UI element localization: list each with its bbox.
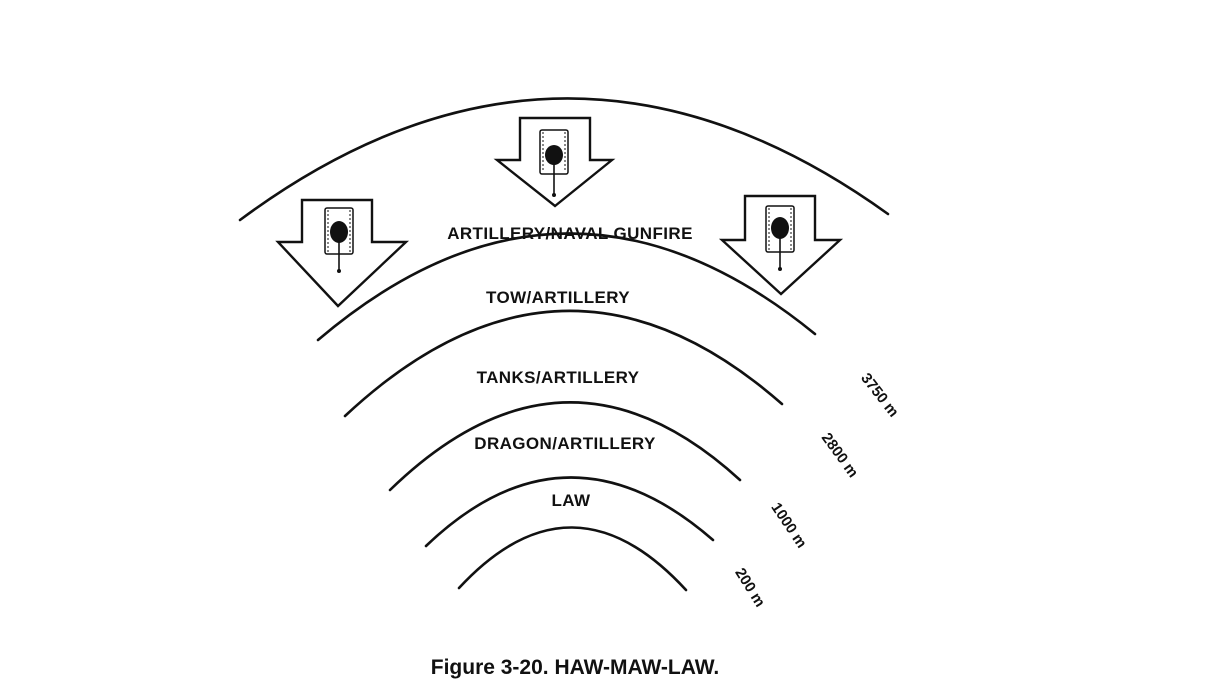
range-label-200m: 200 m — [731, 565, 768, 610]
zone-label-tanks-artillery: TANKS/ARTILLERY — [477, 368, 640, 387]
arrow-center — [493, 116, 616, 208]
arc-3750m — [316, 232, 817, 342]
outer-arc — [238, 97, 890, 222]
zone-label-artillery-naval-gunfire: ARTILLERY/NAVAL GUNFIRE — [447, 224, 693, 243]
arc-2800m — [343, 309, 784, 418]
figure-caption: Figure 3-20. HAW-MAW-LAW. — [430, 656, 720, 679]
zone-label-dragon-artillery: DRAGON/ARTILLERY — [474, 434, 656, 453]
tank-icon — [539, 129, 569, 197]
arc-1000m — [388, 401, 742, 492]
tank-icon — [324, 207, 354, 273]
arc-innermost — [457, 526, 688, 592]
arc-200m — [424, 476, 715, 548]
zone-label-tow-artillery: TOW/ARTILLERY — [486, 288, 630, 307]
arrow-right — [718, 194, 844, 296]
range-label-3750m: 3750 m — [857, 370, 902, 421]
range-label-1000m: 1000 m — [767, 500, 810, 552]
zone-label-law: LAW — [552, 491, 592, 510]
arrow-left — [275, 198, 410, 308]
range-label-2800m: 2800 m — [818, 430, 862, 481]
tank-icon — [765, 205, 795, 271]
